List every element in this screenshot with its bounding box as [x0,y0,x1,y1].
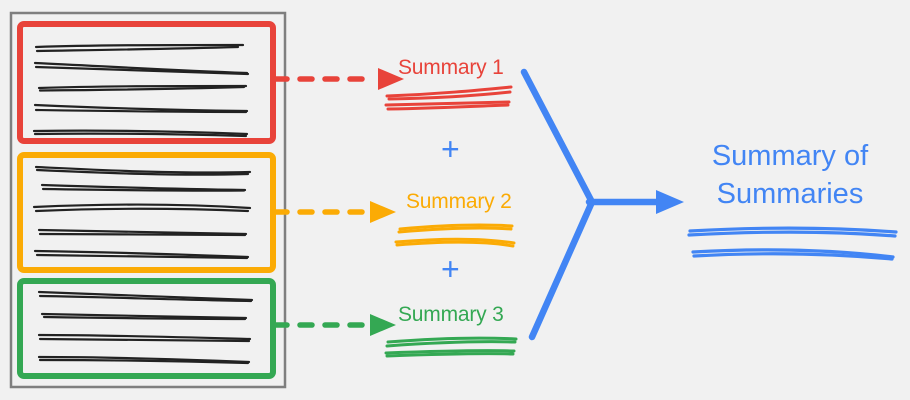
summary-1-underlines [384,85,513,111]
document-box-1-border [17,21,276,144]
final-summary-title-line2: Summaries [716,178,864,210]
summary-1-label: Summary 1 [398,56,504,79]
arrow-doc2-to-summary2 [272,201,396,223]
plus-operator-2: + [441,251,460,287]
document-box-3-border [17,278,276,379]
plus-operator-1: + [441,131,460,167]
summary-3-label: Summary 3 [398,303,504,326]
document-collection-border [9,11,287,389]
summary-2-label: Summary 2 [406,190,512,213]
final-summary-title-line1: Summary of [711,140,869,172]
document-box-2[interactable] [17,152,276,273]
summary-3-underlines [384,336,518,358]
document-box-3[interactable] [17,278,276,379]
final-summary-title: Summary of Summaries [690,137,890,213]
arrow-doc1-to-summary1 [272,68,404,90]
document-box-2-text-lines [32,165,252,260]
summary-2-underlines [394,223,516,248]
document-box-1-text-lines [32,43,250,138]
document-box-1[interactable] [17,21,276,144]
final-summary-underlines [687,226,898,261]
arrow-doc3-to-summary3 [272,314,396,336]
merge-arrow-to-final [520,68,684,341]
document-box-3-text-lines [37,290,254,365]
